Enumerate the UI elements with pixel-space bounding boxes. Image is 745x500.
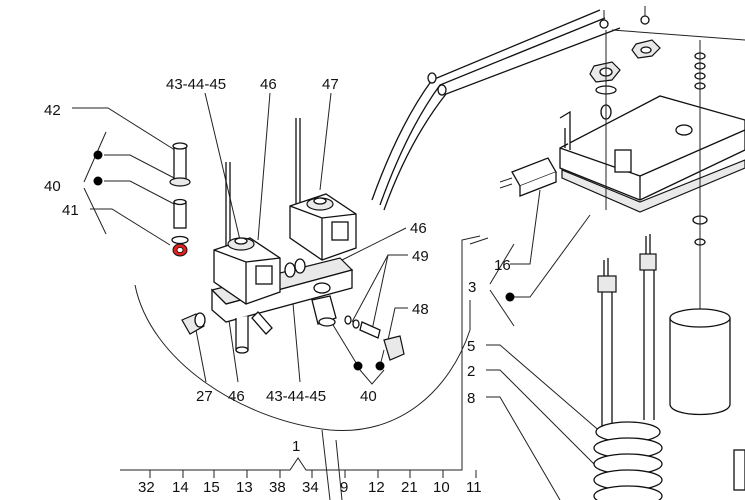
callout-dot: [375, 361, 385, 371]
heating-element: [593, 234, 663, 500]
label-2: 2: [467, 363, 475, 380]
label-40: 40: [360, 388, 377, 405]
callout-dot: [93, 176, 103, 186]
label-46: 46: [228, 388, 245, 405]
leader-lines: [72, 92, 611, 500]
label-13: 13: [236, 479, 253, 496]
label-38: 38: [269, 479, 286, 496]
label-42: 42: [44, 102, 61, 119]
label-14: 14: [172, 479, 189, 496]
label-47: 47: [322, 76, 339, 93]
label-3: 3: [468, 279, 476, 296]
label-11: 11: [466, 479, 482, 496]
cylinder-part: [669, 250, 745, 491]
callout-dot: [93, 150, 103, 160]
label-21: 21: [401, 479, 418, 496]
part-labels: 42 40 41 43-44-45 46 47 46 49 48 27 46 4…: [44, 76, 511, 496]
label-16: 16: [494, 257, 511, 274]
label-8: 8: [467, 390, 475, 407]
label-43-44-45: 43-44-45: [166, 76, 226, 93]
label-32: 32: [138, 479, 155, 496]
parts-stack-left: [169, 142, 191, 257]
label-49: 49: [412, 248, 429, 265]
label-43-44-45: 43-44-45: [266, 388, 326, 405]
label-48: 48: [412, 301, 429, 318]
label-1: 1: [292, 438, 300, 455]
callout-dot: [353, 361, 363, 371]
callout-dot: [505, 292, 515, 302]
label-27: 27: [196, 388, 213, 405]
label-40: 40: [44, 178, 61, 195]
label-34: 34: [302, 479, 319, 496]
label-10: 10: [433, 479, 450, 496]
boiler-plate: [499, 29, 745, 260]
solenoid-valve-assembly: [181, 118, 405, 361]
tubes: [371, 6, 650, 211]
label-46: 46: [410, 220, 427, 237]
label-41: 41: [62, 202, 79, 219]
label-5: 5: [467, 338, 475, 355]
label-46: 46: [260, 76, 277, 93]
callout-dots: [93, 150, 515, 371]
label-15: 15: [203, 479, 220, 496]
label-12: 12: [368, 479, 385, 496]
label-9: 9: [340, 479, 348, 496]
